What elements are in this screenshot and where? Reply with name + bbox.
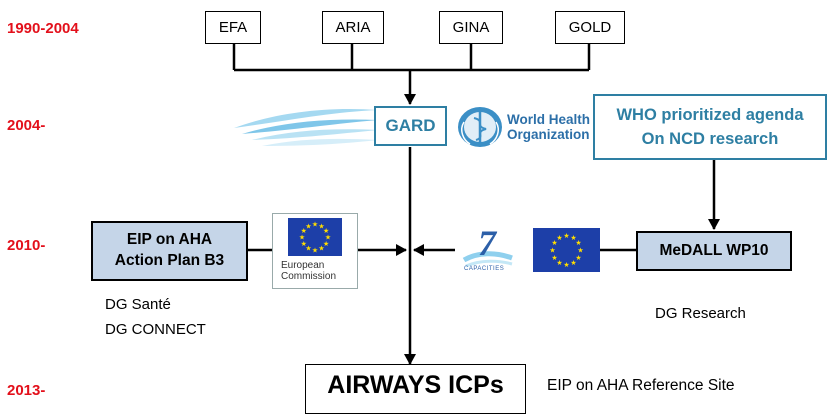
- program-box-efa: EFA: [205, 11, 261, 44]
- year-1990-2004: 1990-2004: [7, 20, 79, 37]
- svg-text:★: ★: [318, 245, 324, 253]
- year-2004: 2004-: [7, 117, 46, 134]
- medall-label: MeDALL WP10: [659, 241, 769, 259]
- gard-swoosh-logo: [234, 108, 378, 146]
- gard-box: GARD: [374, 106, 447, 146]
- svg-text:★: ★: [570, 234, 576, 242]
- eip-aha-line2: Action Plan B3: [114, 252, 225, 269]
- svg-text:★: ★: [549, 247, 555, 255]
- svg-text:★: ★: [305, 222, 311, 230]
- svg-text:★: ★: [563, 261, 569, 269]
- fp7-logo: 7 CAPACITIES: [460, 223, 516, 276]
- dg-sante-label: DG Santé: [105, 296, 171, 313]
- dg-left-labels: DG Santé DG CONNECT: [105, 292, 206, 342]
- ec-logo-text: European Commission: [281, 260, 336, 282]
- svg-text:★: ★: [312, 221, 318, 229]
- svg-text:★: ★: [318, 222, 324, 230]
- who-agenda-line2: On NCD research: [641, 130, 779, 148]
- who-logo-line1: World Health: [507, 112, 591, 127]
- eip-aha-box: EIP on AHA Action Plan B3: [91, 221, 248, 281]
- svg-text:★: ★: [556, 234, 562, 242]
- gard-label: GARD: [385, 116, 436, 135]
- program-box-gina: GINA: [439, 11, 503, 44]
- svg-text:★: ★: [323, 240, 329, 248]
- fp7-swoosh-icon: [462, 251, 513, 268]
- eu-flag-icon: ★★★ ★★★ ★★★ ★★★: [288, 218, 342, 256]
- svg-text:★: ★: [575, 239, 581, 247]
- svg-text:★: ★: [301, 227, 307, 235]
- eu-flag-icon: ★★★ ★★★ ★★★ ★★★: [533, 228, 600, 272]
- svg-text:★: ★: [570, 259, 576, 267]
- ec-logo-line1: European: [281, 260, 325, 271]
- fp7-caption: CAPACITIES: [464, 266, 505, 272]
- dg-connect-label: DG CONNECT: [105, 321, 206, 338]
- airways-icps-label: AIRWAYS ICPs: [327, 371, 504, 399]
- year-2010: 2010-: [7, 237, 46, 254]
- ec-logo-line2: Commission: [281, 271, 337, 282]
- medall-box: MeDALL WP10: [636, 231, 792, 271]
- svg-text:★: ★: [551, 239, 557, 247]
- svg-text:★: ★: [301, 240, 307, 248]
- svg-text:★: ★: [312, 247, 318, 255]
- airways-icps-box: AIRWAYS ICPs: [305, 364, 526, 414]
- svg-text:★: ★: [575, 254, 581, 262]
- svg-text:★: ★: [556, 259, 562, 267]
- who-logo-text: World Health Organization: [507, 112, 590, 142]
- svg-text:★: ★: [325, 234, 331, 242]
- dg-research-label: DG Research: [655, 305, 746, 322]
- svg-text:★: ★: [299, 234, 305, 242]
- who-emblem-icon: [458, 107, 502, 147]
- who-agenda-line1: WHO prioritized agenda: [616, 106, 804, 124]
- program-box-gold: GOLD: [555, 11, 625, 44]
- svg-text:★: ★: [323, 227, 329, 235]
- svg-text:★: ★: [305, 245, 311, 253]
- eip-aha-line1: EIP on AHA: [126, 231, 213, 249]
- year-2013: 2013-: [7, 382, 46, 399]
- who-agenda-box: WHO prioritized agenda On NCD research: [593, 94, 827, 160]
- who-logo-line2: Organization: [507, 127, 590, 142]
- european-commission-logo: ★★★ ★★★ ★★★ ★★★ European Commission: [272, 213, 358, 289]
- reference-site-label: EIP on AHA Reference Site: [547, 377, 735, 394]
- svg-text:★: ★: [563, 232, 569, 240]
- svg-text:★: ★: [551, 254, 557, 262]
- fp7-numeral: 7: [478, 223, 496, 263]
- program-box-aria: ARIA: [322, 11, 384, 44]
- svg-text:★: ★: [577, 247, 583, 255]
